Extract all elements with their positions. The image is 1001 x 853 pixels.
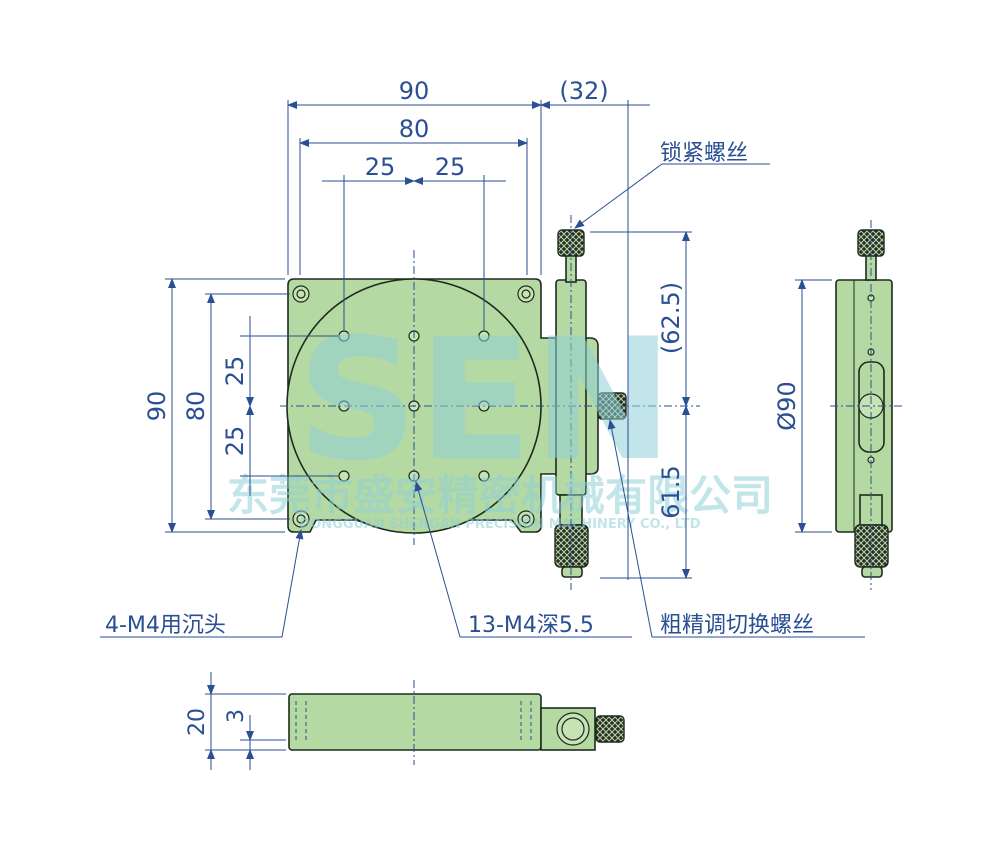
dimension-labels: 90 80 25 25 (32) 90 80 25 25 (62.5) 61.5… — [105, 77, 814, 736]
dim-left-90: 90 — [143, 391, 171, 422]
dim-side-dia-90: Ø90 — [773, 381, 801, 430]
watermark-company-cn: 东莞市盛安精密机械有限公司 — [227, 471, 773, 520]
callout-switch-screw: 粗精调切换螺丝 — [660, 613, 814, 638]
dim-top-25-left: 25 — [365, 153, 396, 181]
dim-top-32: (32) — [559, 77, 608, 105]
dim-bottom-3: 3 — [224, 709, 249, 723]
dim-left-25-lower: 25 — [221, 426, 249, 457]
watermark-logo: SEN — [297, 302, 673, 498]
dim-right-61-5: 61.5 — [657, 465, 685, 518]
watermark-company-en: DONGGUAN SHENGAN PRECISION MACHINERY CO.… — [299, 517, 700, 532]
dim-left-80: 80 — [182, 391, 210, 422]
bottom-plate — [288, 693, 542, 751]
dim-top-80: 80 — [399, 115, 430, 143]
micrometer-cap — [561, 566, 583, 578]
side-view — [830, 220, 905, 590]
dimension-lines — [100, 100, 865, 770]
dim-top-90: 90 — [399, 77, 430, 105]
dim-left-25-upper: 25 — [221, 356, 249, 387]
dim-right-62-5: (62.5) — [657, 282, 685, 354]
bottom-view — [288, 680, 625, 765]
dim-top-25-right: 25 — [435, 153, 466, 181]
callout-countersink: 4-M4用沉头 — [105, 613, 226, 638]
callout-lock-screw: 锁紧螺丝 — [660, 141, 748, 166]
dim-bottom-20: 20 — [185, 708, 210, 736]
countersink-holes — [292, 285, 535, 528]
front-view — [280, 215, 700, 590]
bottom-knob-icon — [595, 715, 625, 743]
callout-tapped-holes: 13-M4深5.5 — [468, 613, 594, 638]
